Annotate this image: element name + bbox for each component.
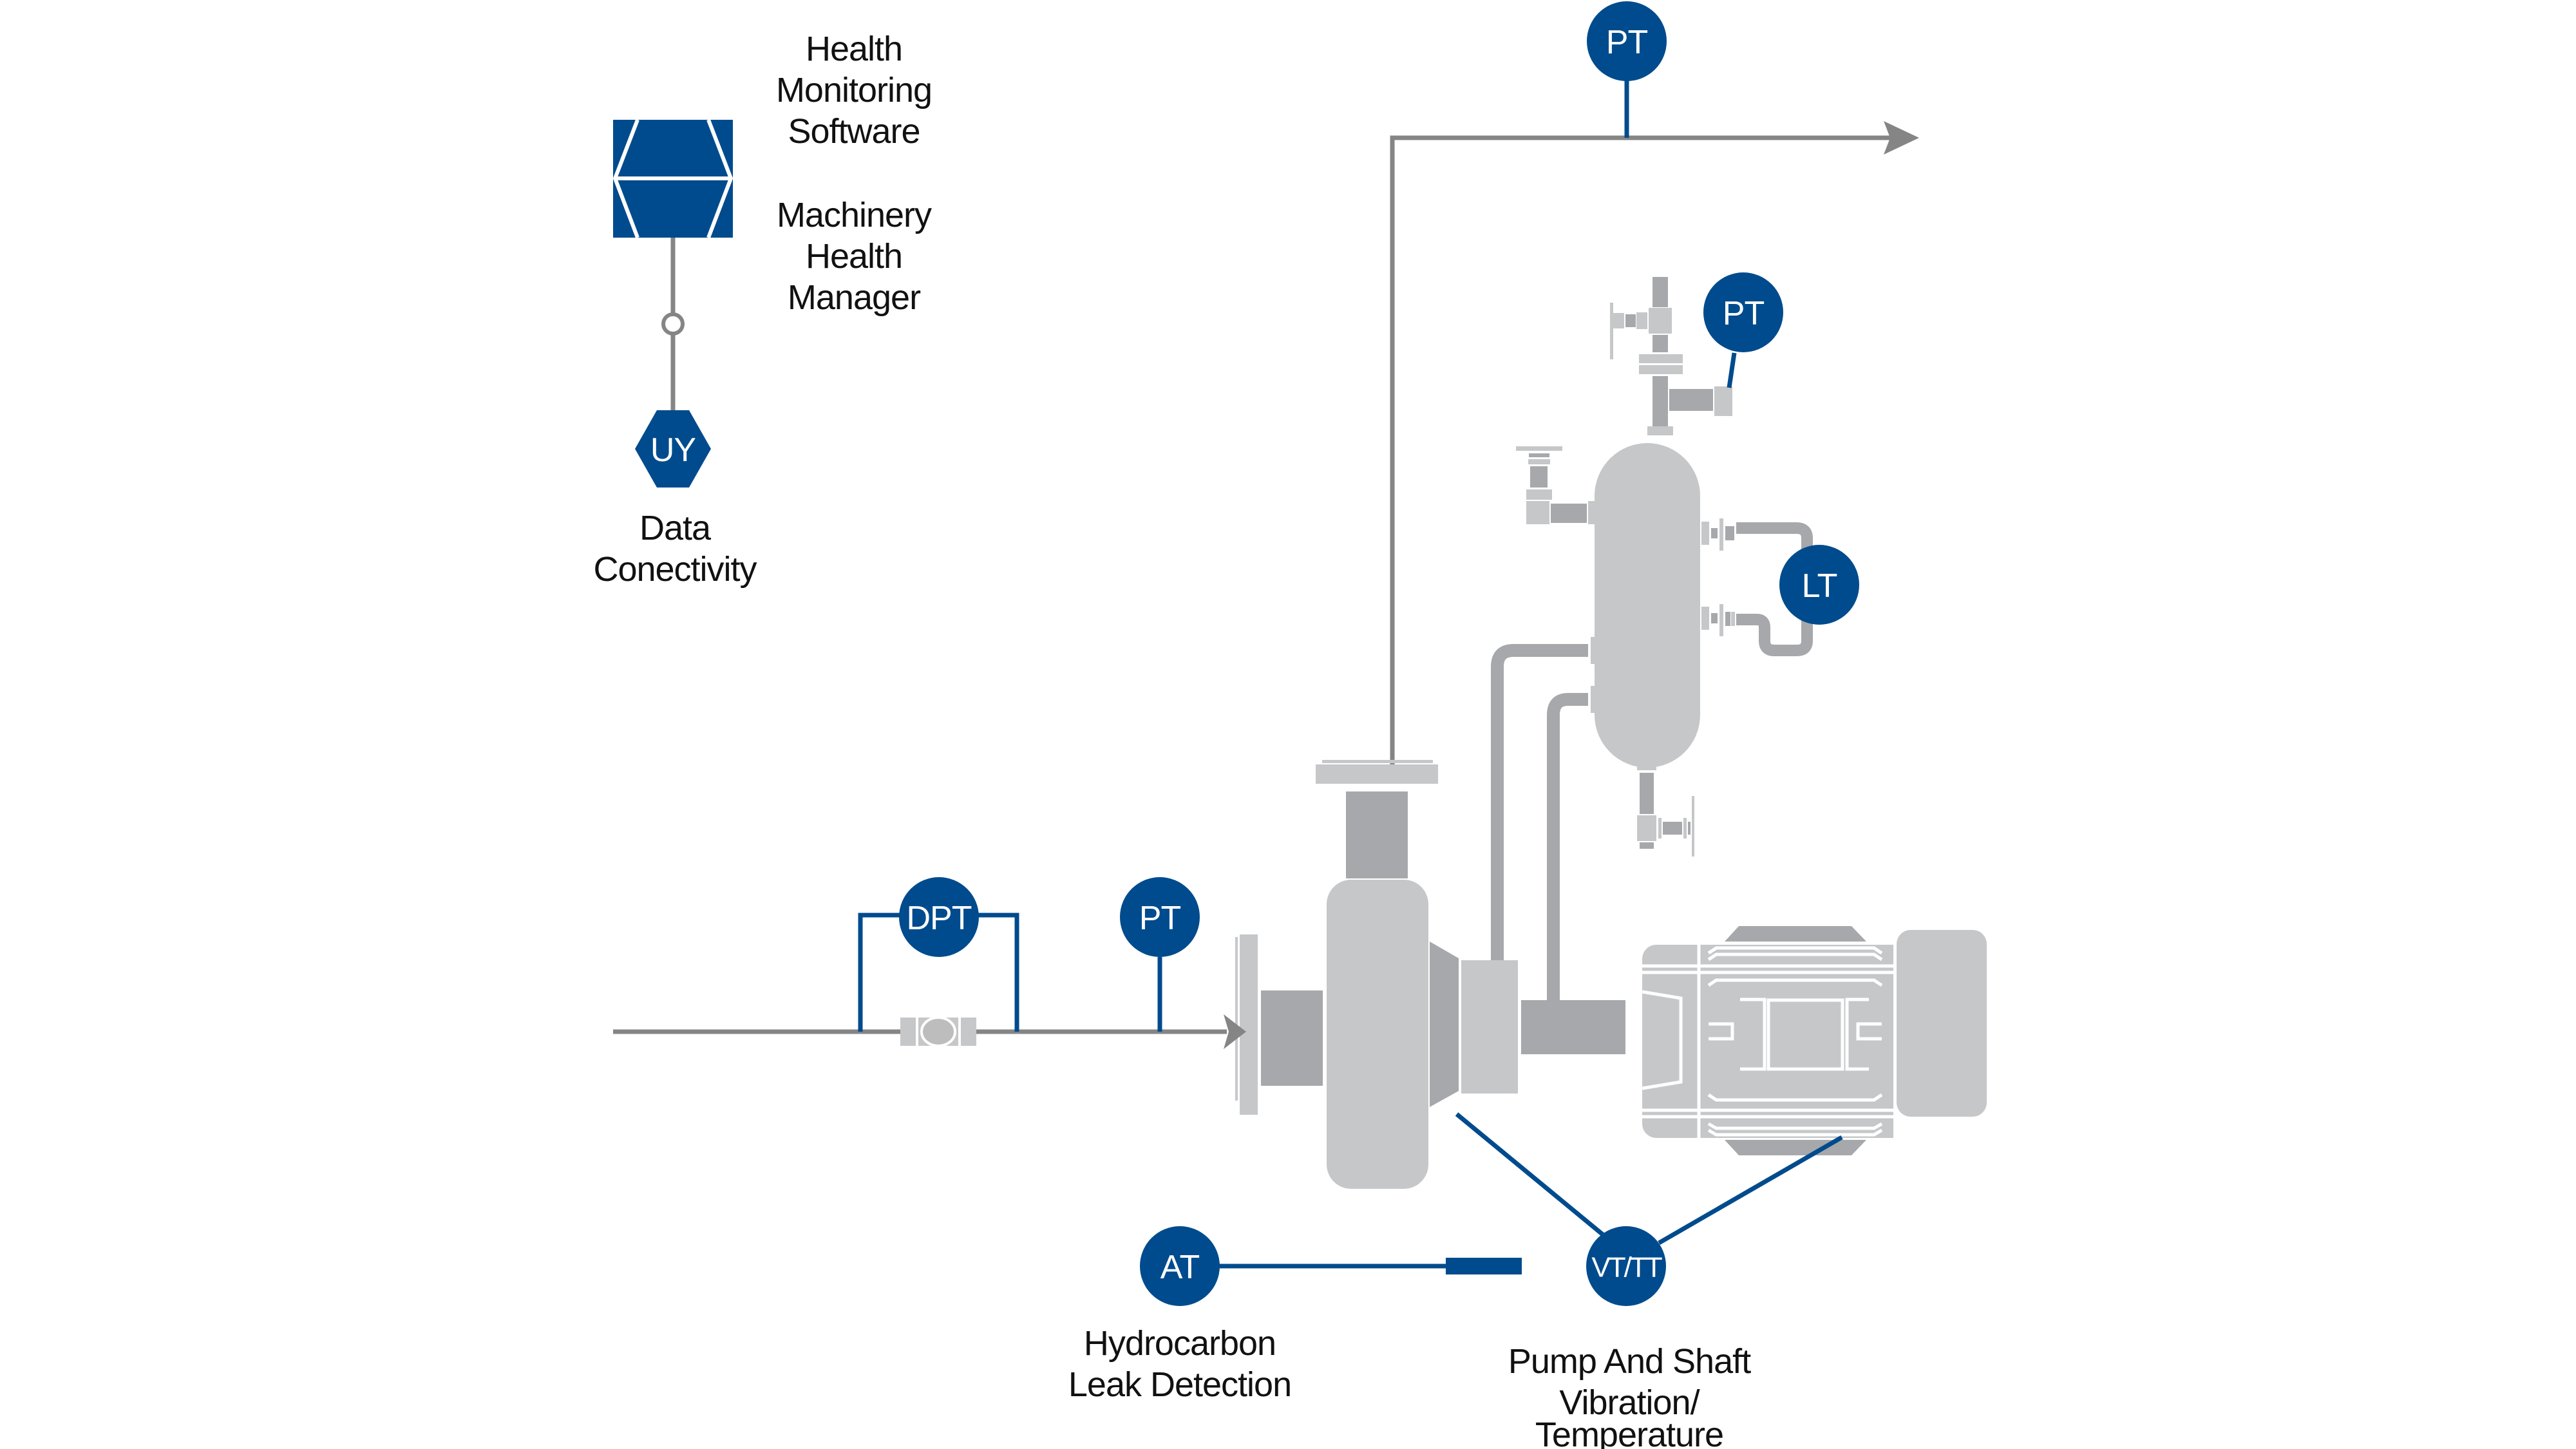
centrifugal-pump (1235, 760, 1625, 1189)
vibration-label-line-3: Temperature (1535, 1416, 1723, 1449)
uy-data-connectivity[interactable]: UY Data Conectivity (593, 410, 758, 589)
instrument-bubble-icon (899, 877, 979, 957)
leak-label-line-2: Leak Detection (1068, 1365, 1291, 1404)
vibration-temperature-transmitter[interactable]: VT/TT Pump And Shaft Vibration/ Temperat… (1455, 1112, 1843, 1449)
vessel-lt-tag: LT (1802, 567, 1837, 605)
connectivity-label-line-1: Data (639, 509, 712, 547)
uy-hexagon-icon (635, 410, 711, 488)
discharge-pressure-transmitter[interactable]: PT (1587, 1, 1667, 138)
connectivity-link (661, 238, 685, 412)
software-label-line-1: Health (806, 30, 902, 68)
software-hexagon-icon (612, 118, 734, 239)
discharge-arrow-icon (1884, 121, 1919, 155)
product-label-line-3: Manager (788, 278, 921, 317)
flow-element (900, 1016, 976, 1047)
at-tag: AT (1160, 1249, 1200, 1286)
differential-pressure-transmitter[interactable]: DPT (858, 877, 1019, 1032)
electric-motor (1642, 926, 1987, 1155)
connectivity-label-line-2: Conectivity (593, 550, 757, 589)
software-node[interactable]: Health Monitoring Software Machinery Hea… (612, 30, 933, 317)
uy-tag: UY (650, 431, 696, 469)
vibration-label-line-1: Pump And Shaft (1508, 1342, 1751, 1381)
suction-pressure-transmitter[interactable]: PT (1120, 877, 1200, 1032)
vt-tt-tag: VT/TT (1591, 1252, 1662, 1283)
vessel-pt-tag: PT (1723, 295, 1765, 332)
suction-pt-tag: PT (1139, 900, 1181, 937)
instrument-bubble-icon (1587, 1, 1667, 81)
leak-label-line-1: Hydrocarbon (1084, 1324, 1276, 1363)
instrument-bubble-icon (1120, 877, 1200, 957)
instrument-bubble-icon (1703, 272, 1783, 352)
instrument-bubble-icon (1586, 1226, 1666, 1306)
instrument-bubble-icon (1140, 1226, 1220, 1306)
vessel-pressure-transmitter[interactable]: PT (1703, 272, 1783, 388)
vessel-level-transmitter[interactable]: LT (1779, 545, 1859, 625)
seal-pot-vessel (1516, 277, 1813, 857)
product-label-line-1: Machinery (777, 196, 932, 234)
leak-sensor-probe-icon (1446, 1258, 1522, 1274)
seal-flush-piping (1491, 644, 1588, 1005)
connection-node-icon (661, 312, 685, 336)
suction-arrow-icon (1224, 1014, 1246, 1049)
discharge-line (1390, 121, 1919, 770)
software-label-line-3: Software (788, 112, 920, 151)
instrument-bubble-icon (1779, 545, 1859, 625)
leak-detection-analyzer[interactable]: AT Hydrocarbon Leak Detection (1068, 1226, 1522, 1404)
dpt-tag: DPT (907, 900, 972, 937)
discharge-pt-tag: PT (1606, 24, 1648, 61)
software-label-line-2: Monitoring (776, 71, 932, 109)
product-label-line-2: Health (806, 237, 902, 276)
vibration-label-line-2: Vibration/ (1559, 1383, 1700, 1422)
